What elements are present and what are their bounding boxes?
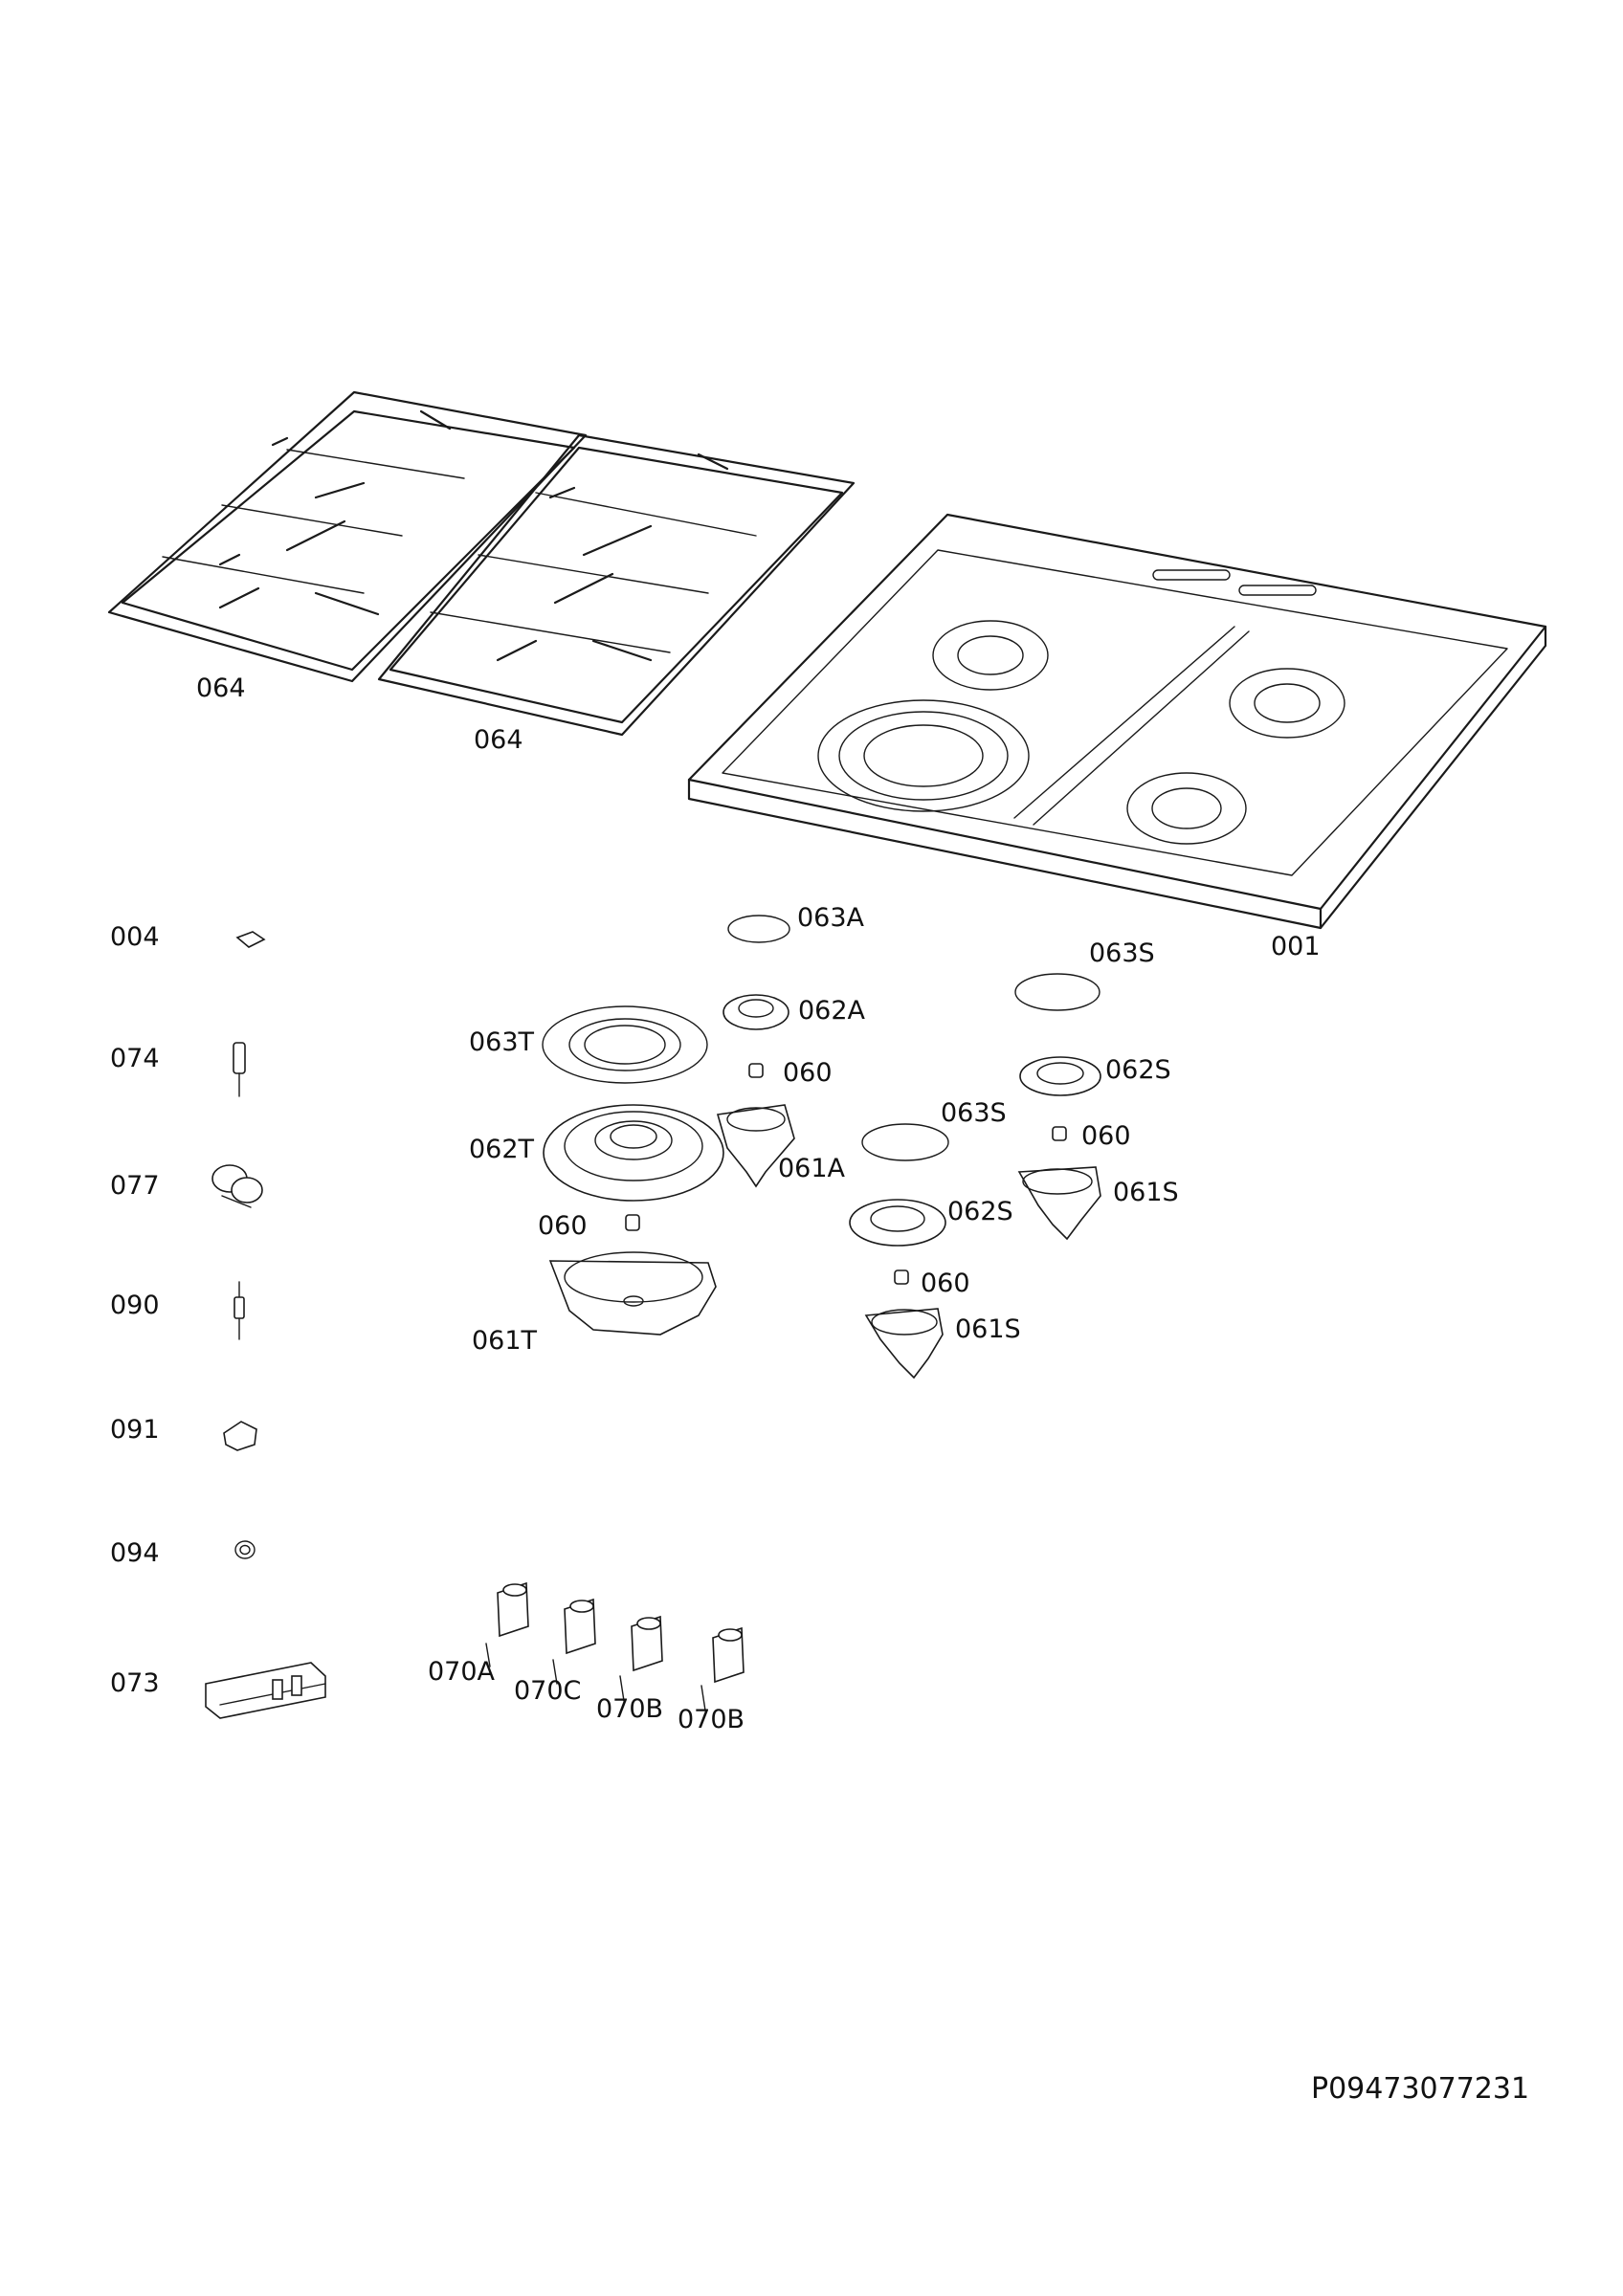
label-062a: 062A <box>798 996 866 1026</box>
label-061s-front: 061S <box>955 1314 1021 1344</box>
injector-060-s-back <box>1052 1126 1067 1141</box>
injector-060-t <box>625 1214 640 1231</box>
part-073-ignition-module <box>205 1662 326 1719</box>
cap-063a <box>727 915 790 943</box>
injector-060-s-front <box>894 1269 909 1285</box>
label-061t: 061T <box>472 1326 538 1356</box>
label-064-right: 064 <box>474 725 523 755</box>
label-070a: 070A <box>428 1657 496 1687</box>
cap-063s-back <box>1014 973 1101 1011</box>
cap-063t <box>542 1005 708 1084</box>
drawing-code: P09473077231 <box>1311 2072 1529 2106</box>
hob-top-plate <box>687 513 1547 930</box>
gas-tap-070a <box>485 1581 529 1667</box>
label-004: 004 <box>110 922 160 952</box>
label-061a: 061A <box>778 1154 846 1183</box>
label-063s-back: 063S <box>1089 938 1155 968</box>
label-062s-back: 062S <box>1105 1055 1171 1085</box>
label-094: 094 <box>110 1538 160 1568</box>
gas-tap-070b-first <box>619 1615 663 1702</box>
burner-crown-062s-front <box>849 1199 946 1247</box>
gas-tap-070b-second <box>700 1626 745 1711</box>
burner-base-061s-back <box>1017 1166 1101 1241</box>
label-077: 077 <box>110 1171 160 1201</box>
label-060-s-front: 060 <box>921 1269 970 1298</box>
part-091-clip <box>223 1421 257 1451</box>
cap-063s-front <box>861 1123 949 1161</box>
label-070b-first: 070B <box>596 1694 663 1724</box>
label-063t: 063T <box>469 1027 535 1057</box>
label-060-a: 060 <box>783 1058 833 1088</box>
label-063a: 063A <box>797 903 865 933</box>
injector-060-a <box>748 1063 764 1078</box>
burner-crown-062a <box>723 994 789 1030</box>
burner-crown-062s-back <box>1019 1056 1101 1096</box>
label-091: 091 <box>110 1415 160 1445</box>
burner-base-061t <box>548 1251 717 1336</box>
part-004-clip <box>235 931 266 948</box>
label-063s-front: 063S <box>941 1098 1007 1128</box>
label-064-left: 064 <box>196 673 246 703</box>
burner-crown-062t <box>543 1104 724 1202</box>
label-062s-front: 062S <box>947 1197 1013 1226</box>
label-070b-second: 070B <box>678 1705 745 1734</box>
part-094-ring <box>234 1540 256 1559</box>
label-074: 074 <box>110 1044 160 1073</box>
gas-tap-070c <box>552 1598 596 1685</box>
label-060-s-back: 060 <box>1081 1121 1131 1151</box>
burner-base-061a <box>716 1104 795 1188</box>
label-070c: 070C <box>514 1676 581 1706</box>
label-001: 001 <box>1271 932 1321 961</box>
label-062t: 062T <box>469 1135 535 1164</box>
pan-support-left <box>107 390 588 683</box>
label-090: 090 <box>110 1291 160 1320</box>
part-074-thermocouple <box>233 1042 246 1097</box>
part-090-spark-plug <box>233 1281 245 1340</box>
pan-support-right <box>377 433 856 737</box>
part-077-valve-coil <box>211 1164 263 1208</box>
label-073: 073 <box>110 1668 160 1698</box>
label-061s-back: 061S <box>1113 1178 1179 1207</box>
burner-base-061s-front <box>864 1308 944 1380</box>
label-060-t: 060 <box>538 1211 588 1241</box>
